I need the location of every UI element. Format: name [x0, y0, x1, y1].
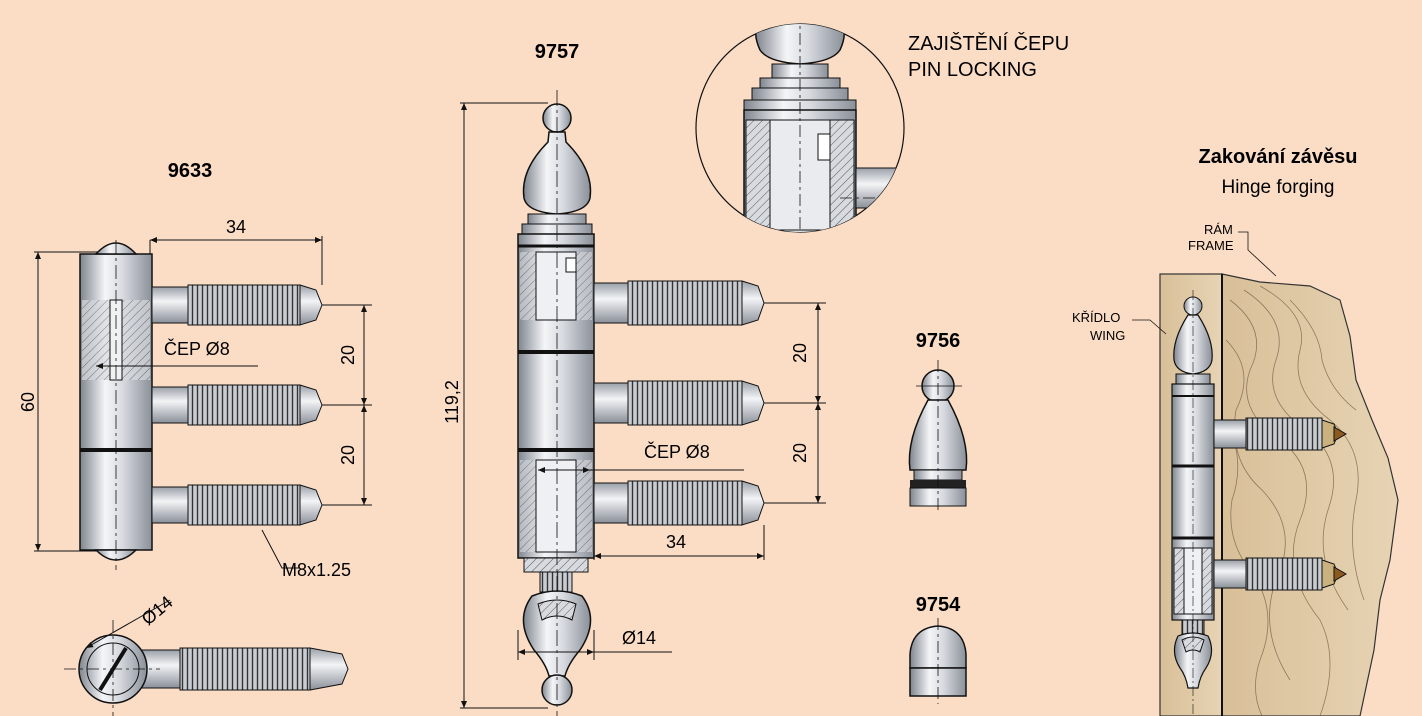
- forging-title-en: Hinge forging: [1221, 177, 1334, 198]
- screw-pin-top: [151, 284, 323, 326]
- hinge-9633: 9633 34 60: [18, 160, 372, 716]
- dim-9633-pitch-top: 20: [338, 345, 358, 365]
- dim-9757-height: 119,2: [442, 380, 462, 424]
- pin-locking-en: PIN LOCKING: [908, 59, 1037, 81]
- screw-pin-middle: [593, 380, 765, 426]
- frame-wood: [1221, 273, 1399, 716]
- hinge-forging-view: Zakování závěsu Hinge forging: [1072, 146, 1399, 716]
- forging-screw-bottom: [1213, 557, 1347, 591]
- label-9633: 9633: [168, 160, 213, 182]
- label-9754: 9754: [916, 594, 961, 616]
- dim-9757-pin: ČEP Ø8: [644, 441, 710, 462]
- label-9756: 9756: [916, 330, 961, 352]
- hinge-9757: 9757 119,2: [442, 41, 826, 716]
- dim-9633-pin: ČEP Ø8: [164, 338, 230, 359]
- screw-pin-middle: [151, 384, 323, 426]
- wing-label-cz: KŘÍDLO: [1072, 310, 1120, 325]
- dim-9633-dia: Ø14: [138, 592, 177, 629]
- pin-locking-detail: ZAJIŠTĚNÍ ČEPU PIN LOCKING: [695, 23, 1069, 233]
- dim-9633-height: 60: [18, 392, 38, 412]
- dim-9757-pitch-top: 20: [790, 343, 810, 363]
- dim-9633-length: 34: [226, 217, 246, 237]
- dim-9757-length: 34: [666, 532, 686, 552]
- dim-9757-pitch-bottom: 20: [790, 443, 810, 463]
- cap-9754: 9754: [909, 594, 967, 704]
- hinge-9633-top-view: Ø14: [64, 592, 349, 716]
- forging-screw-top: [1213, 417, 1347, 451]
- forging-title-cz: Zakování závěsu: [1199, 146, 1358, 168]
- screw-pin-top: [593, 280, 765, 326]
- label-9757: 9757: [535, 41, 580, 63]
- frame-label-en: FRAME: [1188, 238, 1234, 253]
- pin-locking-cz: ZAJIŠTĚNÍ ČEPU: [908, 32, 1069, 55]
- screw-pin-bottom: [151, 484, 323, 526]
- dim-9757-dia: Ø14: [622, 628, 656, 648]
- dim-9633-pitch-bottom: 20: [338, 445, 358, 465]
- frame-label-cz: RÁM: [1204, 222, 1233, 237]
- wing-label-en: WING: [1090, 328, 1125, 343]
- finial-9756: 9756: [908, 330, 968, 512]
- dim-9633-thread: M8x1.25: [282, 560, 351, 580]
- screw-pin-bottom: [593, 480, 765, 526]
